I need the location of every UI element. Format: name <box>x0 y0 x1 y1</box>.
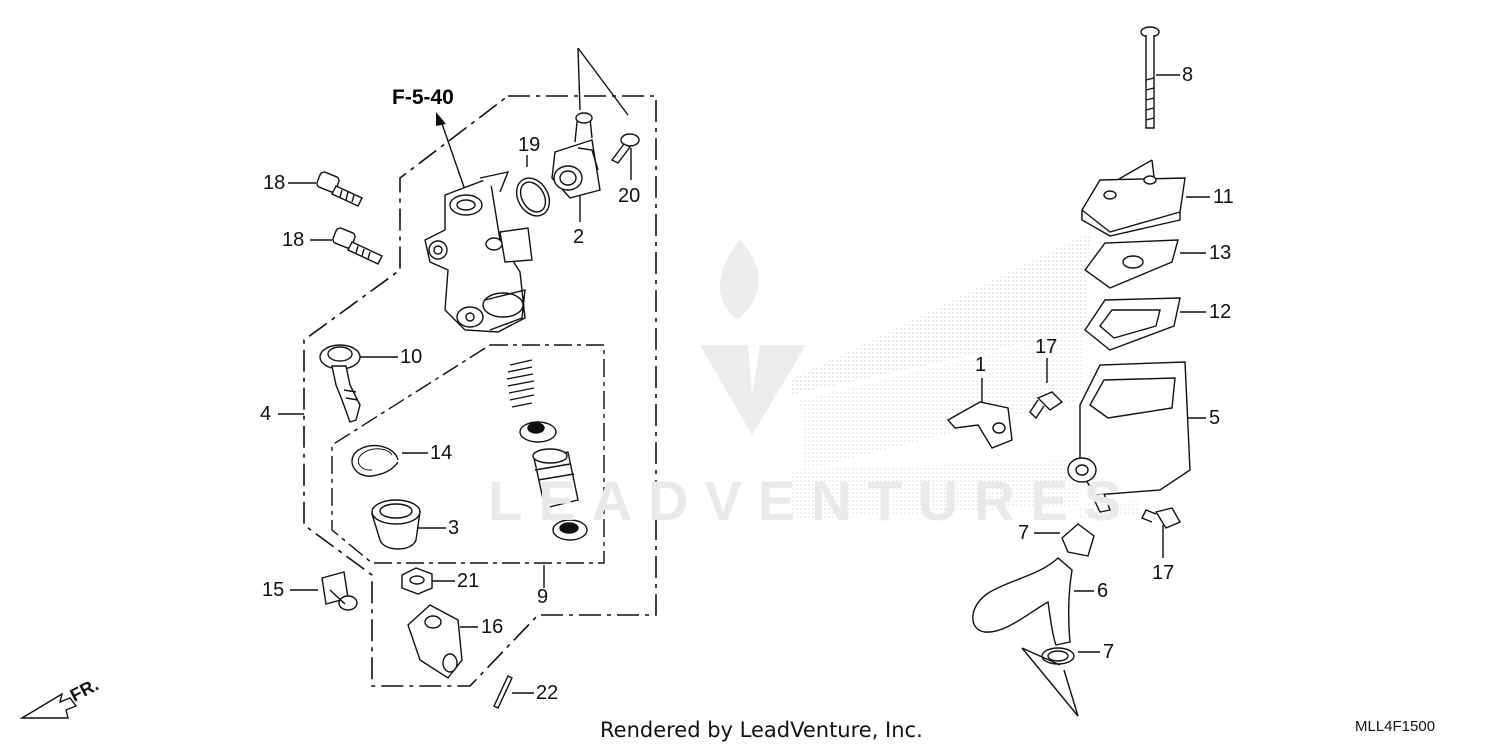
part-17-bolt-upper <box>1029 391 1064 420</box>
part-7-clip-lower <box>1041 647 1075 665</box>
part-master-cylinder-body <box>424 171 533 333</box>
dotted-shading <box>790 232 1140 520</box>
callout-18-upper: 18 <box>263 172 286 194</box>
part-14-circlip <box>351 444 399 477</box>
callout-16: 16 <box>481 616 504 638</box>
part-17-bolt-lower <box>1141 507 1181 529</box>
callout-4: 4 <box>260 403 272 425</box>
part-1-bracket <box>946 401 1013 449</box>
callout-2: 2 <box>573 226 585 248</box>
assembly-boundary-9 <box>331 344 605 564</box>
callout-9: 9 <box>537 586 549 608</box>
front-direction-arrow <box>19 692 78 719</box>
part-22-pin <box>493 675 513 709</box>
part-2-hose-fitting <box>551 112 601 199</box>
part-20-screw <box>610 133 640 164</box>
callout-21: 21 <box>457 570 480 592</box>
callout-18-lower: 18 <box>282 229 305 251</box>
assembly-boundary-4 <box>303 95 657 687</box>
part-18-bolt-lower <box>332 227 383 265</box>
part-16-holder <box>407 604 463 679</box>
callout-3: 3 <box>448 517 460 539</box>
callout-14: 14 <box>430 442 453 464</box>
part-13-plate <box>1084 239 1179 289</box>
watermark-logo <box>700 240 806 435</box>
reference-label: F-5-40 <box>392 86 454 109</box>
callout-10: 10 <box>400 346 423 368</box>
callout-12: 12 <box>1209 301 1232 323</box>
part-6-hose <box>972 557 1073 646</box>
callout-6: 6 <box>1097 580 1109 602</box>
diagram-code: MLL4F1500 <box>1355 718 1436 735</box>
part-15-switch <box>321 571 358 611</box>
part-3-boot <box>371 499 421 550</box>
callout-19: 19 <box>518 134 541 156</box>
ref-arrow-head <box>436 112 446 126</box>
callout-20: 20 <box>618 185 641 207</box>
part-18-bolt-upper <box>316 171 363 207</box>
callout-8: 8 <box>1182 64 1194 86</box>
part-19-o-ring <box>515 177 551 217</box>
part-10-joint <box>319 344 361 423</box>
part-7-clip-upper <box>1061 523 1095 557</box>
callout-7-upper: 7 <box>1018 522 1030 544</box>
watermark-text: LEADVENTURES <box>488 469 1138 532</box>
callout-11: 11 <box>1213 186 1234 208</box>
callout-17-upper: 17 <box>1035 336 1058 358</box>
part-11-cap <box>1081 175 1186 237</box>
callout-13: 13 <box>1209 242 1232 264</box>
part-8-screw <box>1140 26 1160 129</box>
callout-7-lower: 7 <box>1103 641 1115 663</box>
part-9-piston-set <box>506 359 588 541</box>
leader-lines <box>278 47 1210 717</box>
callout-17-lower: 17 <box>1152 562 1175 584</box>
footer-credit: Rendered by LeadVenture, Inc. <box>600 718 923 742</box>
callout-1: 1 <box>975 354 987 376</box>
part-12-diaphragm <box>1084 297 1181 351</box>
callout-22: 22 <box>536 682 559 704</box>
part-21-nut <box>401 567 433 595</box>
part-5-reservoir <box>1067 361 1191 513</box>
callout-15: 15 <box>262 579 285 601</box>
callout-5: 5 <box>1209 407 1221 429</box>
